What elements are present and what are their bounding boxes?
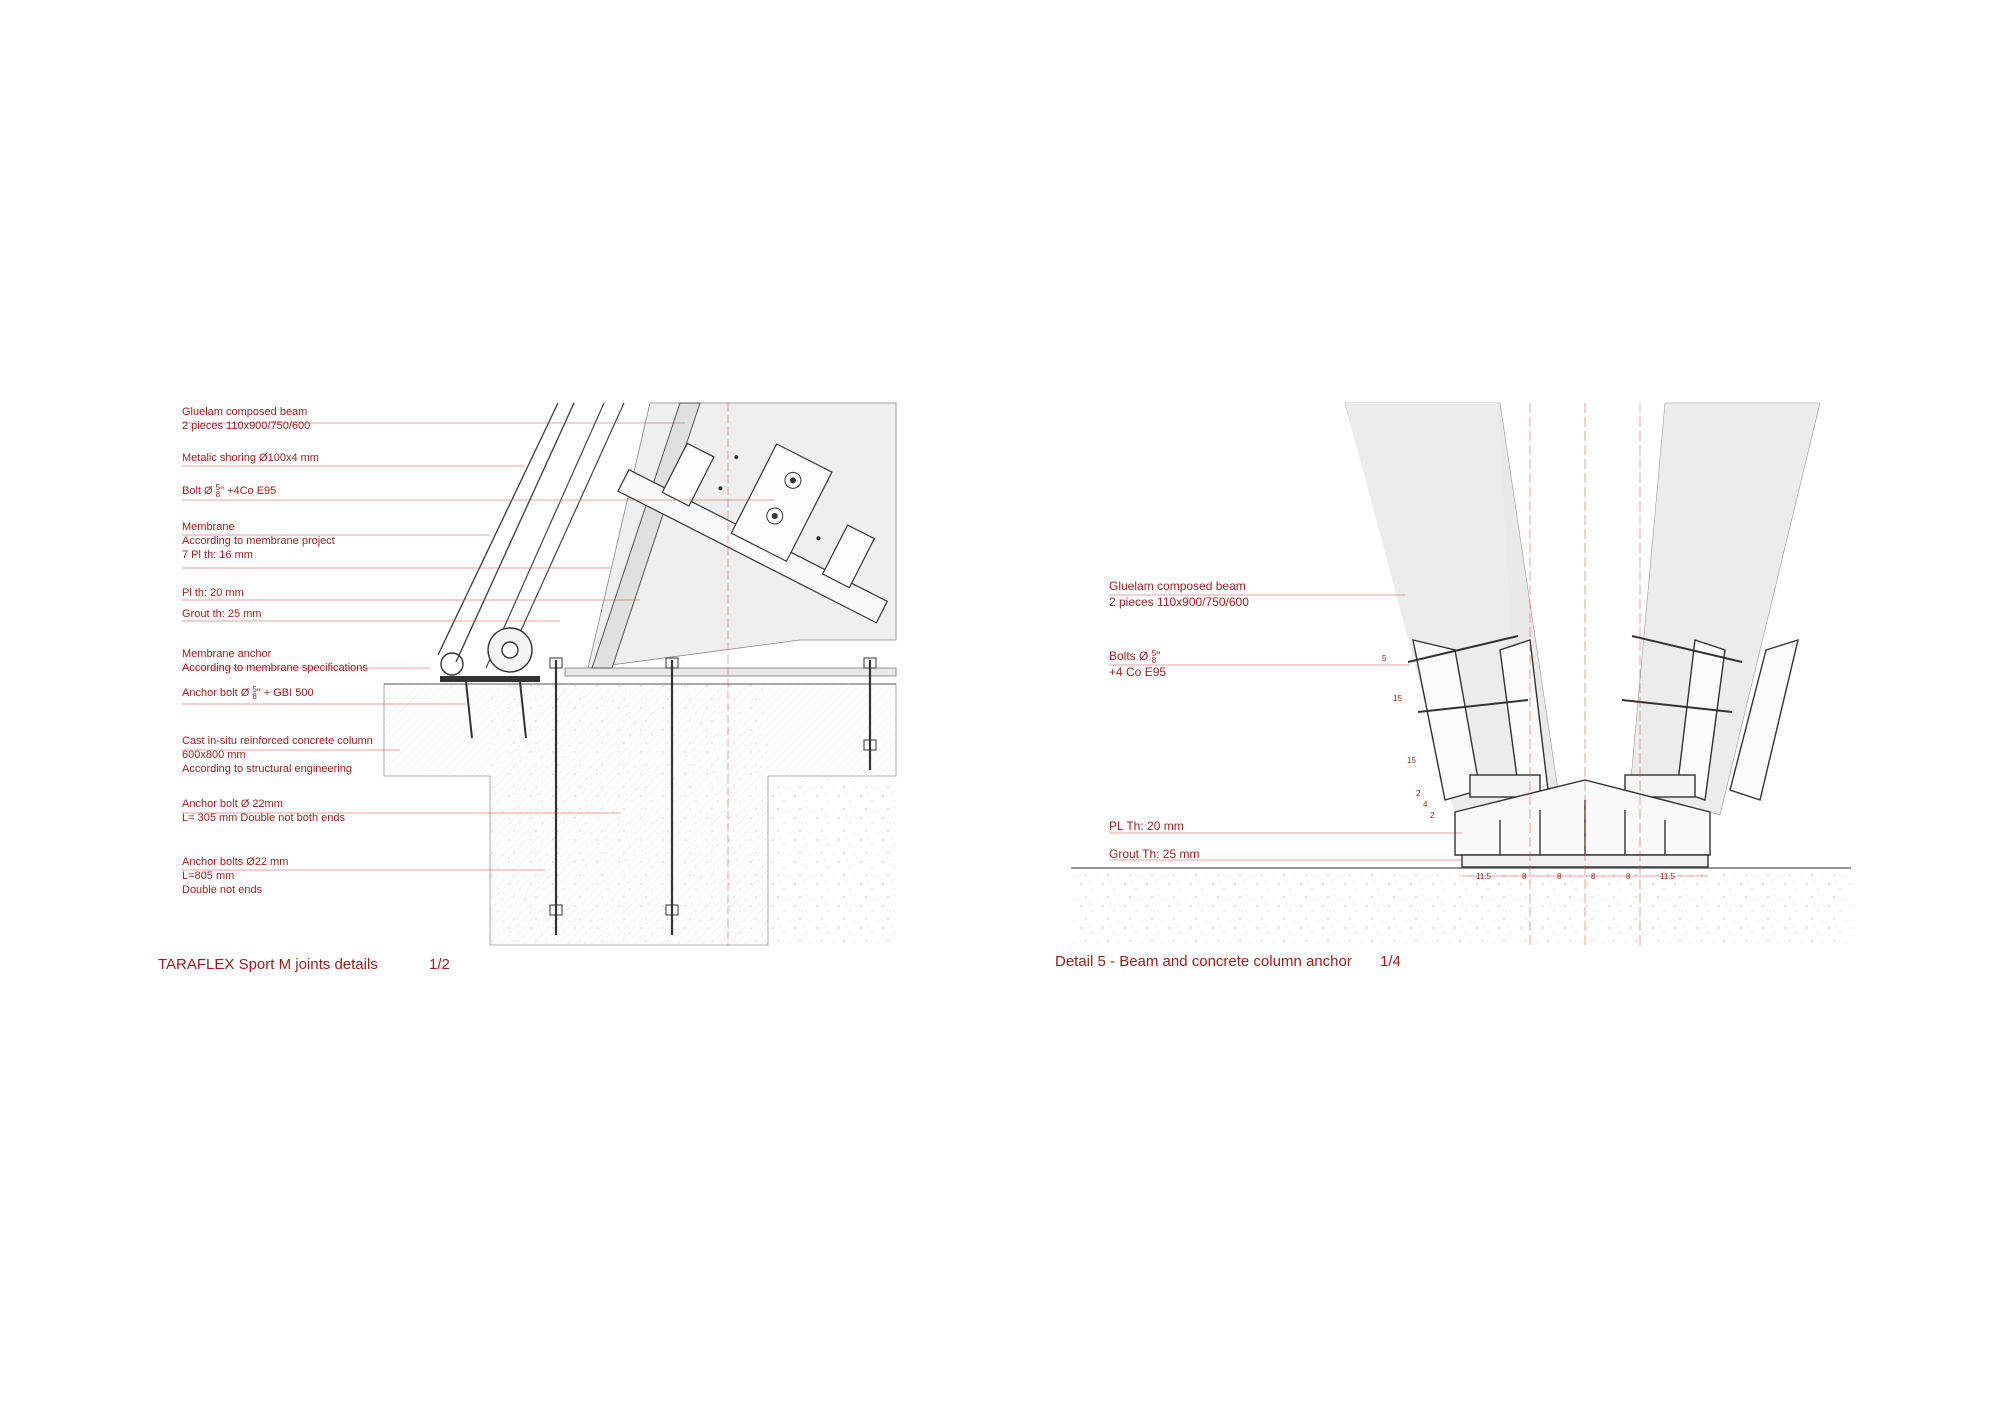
right-beam-left-body xyxy=(1345,403,1520,815)
left-detail xyxy=(182,402,897,946)
left-detail-title: TARAFLEX Sport M joints details xyxy=(158,956,378,973)
steel-connection xyxy=(617,442,889,624)
dim-bottom-3: 8 xyxy=(1591,872,1596,881)
membrane-anchor-ring xyxy=(440,652,464,676)
label-anchor-bolt-22: Anchor bolt Ø 22mm L= 305 mm Double not … xyxy=(182,798,345,824)
right-beam-right xyxy=(1629,402,1821,816)
base-plate xyxy=(440,676,540,682)
steel-shoe xyxy=(1412,638,1799,868)
label-gluelam-beam: Gluelam composed beam 2 pieces 110x900/7… xyxy=(182,406,311,432)
label-pl-thickness: Pl th: 20 mm xyxy=(182,587,244,599)
left-leaders xyxy=(182,403,775,945)
dim-side-3: 2 xyxy=(1416,789,1421,798)
dim-side-1: 15 xyxy=(1393,694,1402,703)
shoring-tube-4 xyxy=(503,402,625,669)
shoring-tube-2 xyxy=(455,402,575,663)
right-ground xyxy=(1071,868,1851,946)
right-detail-scale: 1/4 xyxy=(1380,953,1401,970)
dim-bottom-4: 8 xyxy=(1626,872,1631,881)
label-right-pl: PL Th: 20 mm xyxy=(1109,819,1184,833)
long-anchor-bolts xyxy=(549,657,877,935)
dim-side-5: 2 xyxy=(1430,811,1435,820)
right-detail-title: Detail 5 - Beam and concrete column anch… xyxy=(1055,953,1352,970)
label-right-grout: Grout Th: 25 mm xyxy=(1109,847,1200,861)
dim-bottom-0: 11.5 xyxy=(1476,872,1491,881)
left-detail-scale: 1/2 xyxy=(429,956,450,973)
label-membrane: Membrane According to membrane project 7… xyxy=(182,521,335,561)
right-through-bolts xyxy=(1407,635,1743,713)
dim-bottom-5: 11.5 xyxy=(1660,872,1675,881)
label-anchor-bolts-22: Anchor bolts Ø22 mm L=805 mm Double not … xyxy=(182,856,289,896)
dim-side-4: 4 xyxy=(1423,800,1428,809)
dim-bottom-2: 8 xyxy=(1557,872,1562,881)
column-texture xyxy=(490,684,768,945)
label-metalic-shoring: Metalic shoring Ø100x4 mm xyxy=(182,452,319,464)
label-membrane-anchor: Membrane anchor According to membrane sp… xyxy=(182,648,368,674)
right-leaders xyxy=(1109,594,1708,877)
label-right-gluelam-beam: Gluelam composed beam 2 pieces 110x900/7… xyxy=(1109,579,1249,609)
dim-bottom-1: 8 xyxy=(1522,872,1527,881)
grout-layer xyxy=(564,667,897,677)
dim-side-0: 5 xyxy=(1382,654,1387,663)
shoring-tube-1 xyxy=(437,402,559,656)
shoring-tube-3 xyxy=(485,402,605,669)
label-concrete-column: Cast in-situ reinforced concrete column … xyxy=(182,735,373,775)
label-grout-thickness: Grout th: 25 mm xyxy=(182,608,262,620)
right-detail xyxy=(1071,402,1851,946)
concrete-texture xyxy=(768,776,896,945)
dim-side-2: 15 xyxy=(1407,756,1416,765)
hinge-inner xyxy=(501,641,519,659)
